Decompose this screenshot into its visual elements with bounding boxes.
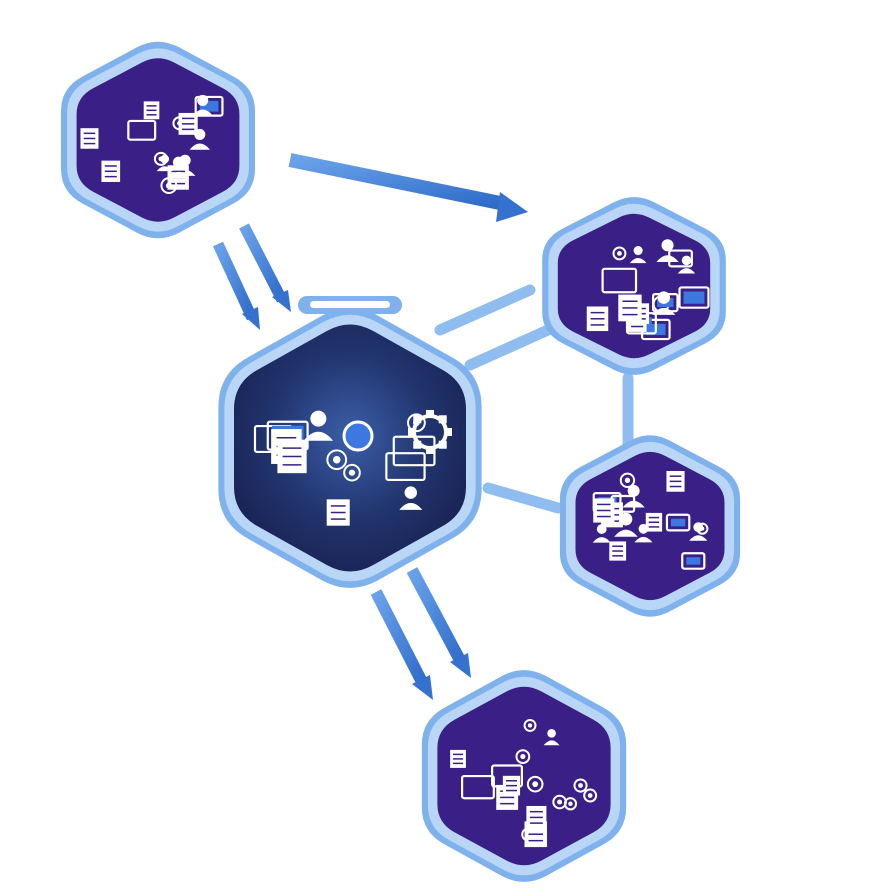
document-icon [502, 775, 521, 796]
monitor-icon [460, 774, 495, 800]
person-icon [156, 154, 173, 172]
person-icon [629, 245, 647, 264]
person-icon [399, 486, 423, 510]
node-icon [583, 788, 598, 803]
person-icon [168, 156, 190, 179]
monitor-icon [678, 286, 710, 309]
person-icon [614, 512, 638, 537]
node-icon [552, 794, 567, 810]
document-icon [80, 128, 99, 149]
person-icon [303, 410, 334, 441]
monitor-icon [668, 249, 693, 268]
node-icon [515, 749, 531, 764]
monitor-icon [610, 494, 636, 513]
monitor-icon [127, 119, 157, 141]
node-icon [573, 778, 588, 793]
document-icon [143, 101, 160, 120]
monitor-icon [681, 552, 706, 570]
document-icon [450, 749, 466, 768]
double-arrow-hub-to-bottom [370, 567, 471, 700]
hub-handle-slot [310, 301, 390, 308]
double-arrow-top-left-to-hub [213, 223, 291, 330]
gear-icon [408, 410, 452, 454]
person-icon [592, 524, 611, 543]
arrow-top-left-to-right-upper [288, 153, 528, 222]
monitor-icon [601, 267, 638, 294]
person-icon [652, 291, 676, 315]
arrows [213, 153, 528, 700]
document-icon [586, 306, 609, 332]
document-icon [178, 112, 198, 135]
connectors [434, 284, 634, 514]
node-bottom [421, 670, 627, 882]
nodes [61, 41, 741, 882]
document-icon [526, 805, 547, 829]
person-icon [543, 728, 560, 746]
node-right-lower [559, 435, 741, 617]
node-icon [526, 775, 544, 793]
document-icon [101, 160, 121, 182]
document-icon [593, 498, 615, 523]
node-right-upper [542, 197, 726, 375]
document-icon [618, 294, 642, 322]
node-icon [326, 449, 348, 471]
person-icon [192, 94, 213, 116]
node-icon [696, 522, 709, 535]
document-icon [666, 470, 685, 492]
node-panel [437, 686, 611, 866]
connector-hub-to-right-upper [434, 284, 554, 371]
document-icon [609, 541, 627, 561]
node-center-hub [218, 296, 482, 588]
monitor-icon [665, 513, 691, 532]
node-icon [523, 718, 537, 732]
monitor-icon [385, 452, 426, 482]
hub-core-icon [342, 420, 374, 452]
node-icon [343, 463, 361, 482]
node-icon [612, 246, 627, 261]
node-icon [619, 472, 636, 488]
person-icon [634, 523, 653, 543]
document-icon [645, 512, 663, 532]
person-icon [656, 239, 679, 262]
node-top-left [61, 41, 255, 239]
connector-hub-to-right-lower [482, 482, 564, 514]
document-icon [277, 439, 307, 474]
document-icon [326, 499, 350, 526]
person-icon [677, 255, 696, 274]
